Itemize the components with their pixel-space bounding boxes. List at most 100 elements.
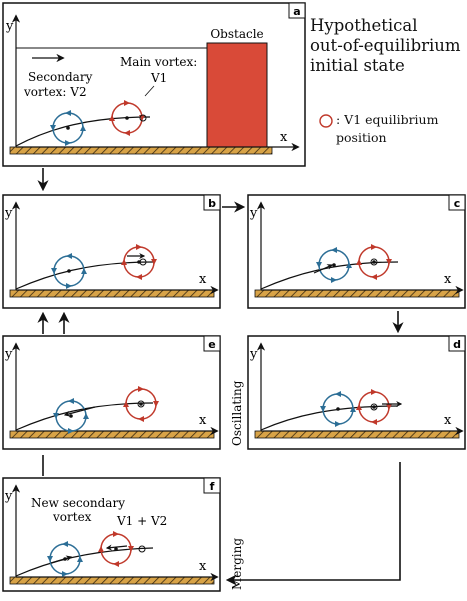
axis-label-y: y xyxy=(4,489,13,504)
rotation-arrowhead xyxy=(350,406,356,412)
equilibrium-position-marker xyxy=(370,403,378,411)
rotation-arrowhead xyxy=(68,428,74,434)
panel-label-a: a xyxy=(293,5,300,18)
panel-e: e y x xyxy=(2,335,221,450)
axis-label-y: y xyxy=(4,206,13,221)
rotation-arrowhead xyxy=(51,268,57,274)
legend-marker xyxy=(319,114,333,128)
rotation-arrowhead xyxy=(50,125,56,131)
secondary-vortex-symbol: vortex: V2 xyxy=(23,85,87,99)
rotation-arrowhead xyxy=(128,546,134,552)
main-vortex-symbol: V1 xyxy=(150,71,167,85)
secondary-vortex xyxy=(53,398,89,434)
rotation-arrowhead xyxy=(123,401,129,407)
new-vortex-label-line2: vortex xyxy=(52,510,92,524)
axis-label-y: y xyxy=(4,347,13,362)
main-vortex xyxy=(356,389,392,425)
obstacle-label: Obstacle xyxy=(210,27,263,41)
secondary-vortex xyxy=(50,110,86,146)
axis-label-x: x xyxy=(280,130,288,145)
rotation-arrowhead xyxy=(47,556,53,562)
rotation-arrowhead xyxy=(335,391,341,397)
axis-label-y: y xyxy=(249,206,258,221)
equilibrium-position-marker xyxy=(370,258,378,266)
legend-text: : V1 equilibrium position xyxy=(336,112,439,145)
axis-label-y: y xyxy=(249,347,258,362)
vortex-center xyxy=(372,405,376,409)
rotation-arrowhead xyxy=(65,110,71,116)
secondary-vortex-label: Secondary xyxy=(28,70,93,84)
panel-label-e: e xyxy=(208,338,215,351)
rotation-arrowhead xyxy=(356,404,362,410)
rotation-arrowhead xyxy=(80,125,86,131)
wall xyxy=(9,576,215,585)
wall xyxy=(254,430,460,439)
rotation-arrowhead xyxy=(138,416,144,422)
trajectory xyxy=(15,116,151,147)
rotation-arrowhead xyxy=(371,274,377,280)
rotation-arrowhead xyxy=(62,541,68,547)
rotation-arrowhead xyxy=(136,244,142,250)
rotation-arrowhead xyxy=(371,389,377,395)
secondary-vortex-motion-arrow xyxy=(63,406,96,417)
wall xyxy=(9,289,215,298)
rotation-arrowhead xyxy=(346,262,352,268)
rotation-arrowhead xyxy=(371,244,377,250)
vortex-center xyxy=(114,547,118,551)
new-secondary-vortex-motion-arrow xyxy=(50,555,73,564)
rotation-arrowhead xyxy=(124,100,130,106)
vortex-center xyxy=(69,414,73,418)
rotation-arrowhead xyxy=(331,247,337,253)
rotation-arrowhead xyxy=(77,556,83,562)
panel-c: c y x xyxy=(247,194,466,309)
svg-text:Main vortex:V1: Main vortex: V1 xyxy=(120,55,197,85)
side-label-oscillating: Oscillating xyxy=(230,380,244,446)
main-vortex xyxy=(121,244,157,280)
axis-label-y: y xyxy=(5,19,14,34)
rotation-arrowhead xyxy=(356,259,362,265)
panel-b: b y x xyxy=(2,194,221,309)
obstacle-block xyxy=(206,42,268,148)
secondary-vortex xyxy=(320,391,356,427)
main-vortex xyxy=(356,244,392,280)
side-label-merging: Merging xyxy=(230,538,244,590)
new-secondary-vortex xyxy=(47,541,83,577)
rotation-arrowhead xyxy=(371,419,377,425)
vortex-center xyxy=(125,116,129,120)
axis-label-x: x xyxy=(199,272,207,287)
rotation-arrowhead xyxy=(68,398,74,404)
rotation-arrowhead xyxy=(151,259,157,265)
rotation-arrowhead xyxy=(81,268,87,274)
new-vortex-label-line1: New secondary xyxy=(31,496,125,510)
vortex-center xyxy=(336,407,340,411)
secondary-vortex xyxy=(316,247,352,283)
equilibrium-position-marker xyxy=(139,114,147,122)
main-vortex xyxy=(109,100,145,136)
rotation-arrowhead xyxy=(66,253,72,259)
rotation-arrowhead xyxy=(83,413,89,419)
merged-vortex-label: V1 + V2 xyxy=(116,514,167,528)
rotation-arrowhead xyxy=(98,546,104,552)
wall xyxy=(254,289,460,298)
axis-label-x: x xyxy=(199,559,207,574)
vortex-center xyxy=(67,269,71,273)
vortex-center xyxy=(372,260,376,264)
rotation-arrowhead xyxy=(113,531,119,537)
rotation-arrowhead xyxy=(113,561,119,567)
panel-label-c: c xyxy=(454,197,461,210)
rotation-arrowhead xyxy=(121,259,127,265)
axis-label-x: x xyxy=(444,272,452,287)
equilibrium-position-marker xyxy=(139,258,147,266)
equilibrium-position-marker xyxy=(138,545,146,553)
axis-label-x: x xyxy=(444,413,452,428)
main-vortex-label: Main vortex: xyxy=(120,55,197,69)
merged-vortex xyxy=(98,531,134,567)
vortex-center xyxy=(66,126,70,130)
note-title: Hypothetical out-of-equilibrium initial … xyxy=(310,16,461,76)
panel-label-b: b xyxy=(208,197,216,210)
rotation-arrowhead xyxy=(136,274,142,280)
main-vortex-pointer xyxy=(144,85,155,97)
